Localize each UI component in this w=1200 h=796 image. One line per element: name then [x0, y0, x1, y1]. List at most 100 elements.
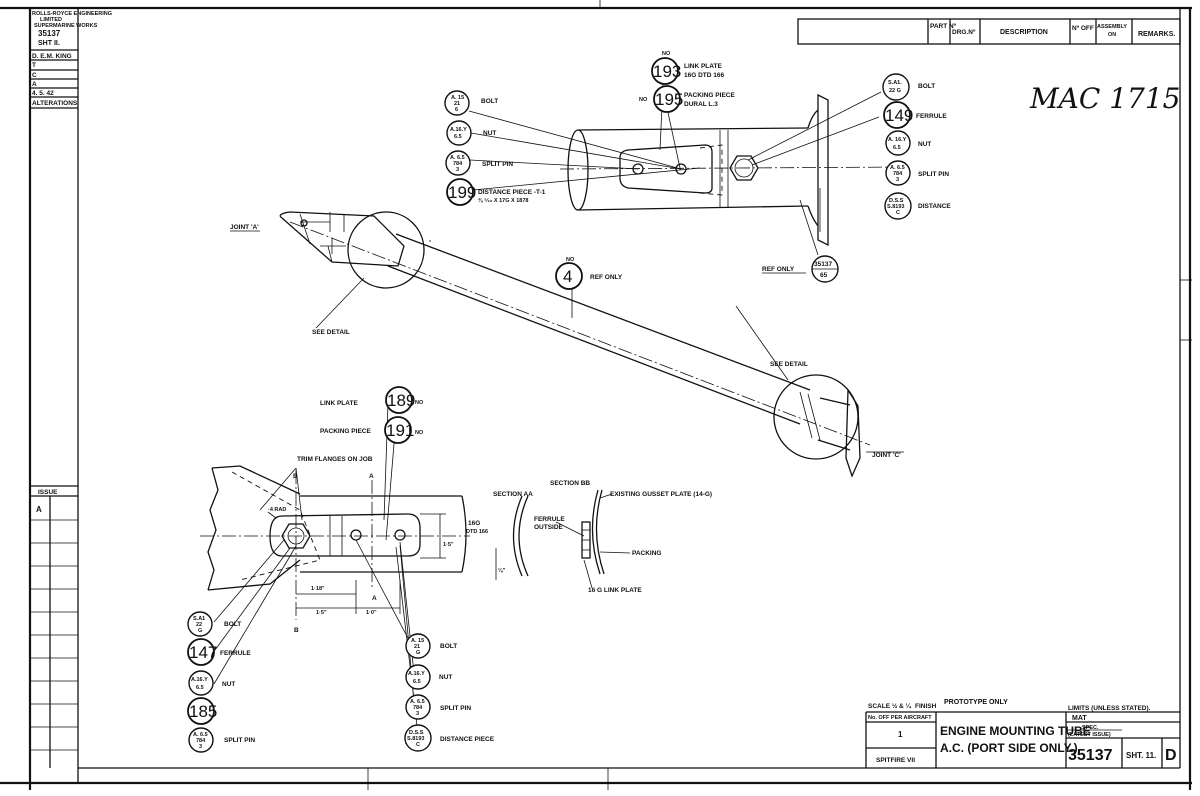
pin-spec-top-3: 3 [456, 167, 459, 173]
sidebar-company-2: LIMITED [40, 17, 62, 23]
dimension-small: ⅛" [498, 568, 506, 574]
sidebar-drawing-no: 35137 [38, 29, 61, 38]
header-on: ON [1108, 32, 1116, 38]
bolt-spec-bl-2: 22 [196, 622, 202, 628]
pin-spec-bm-1: A. 6.5 [410, 699, 425, 705]
ref-bubble-4: 4 [555, 262, 583, 290]
drawing-number: 35137 [1068, 747, 1113, 764]
nut-label-bottom-left: NUT [222, 681, 235, 688]
dimension-1-5: 1·5" [316, 610, 327, 616]
ref-only-main: REF ONLY [590, 274, 623, 281]
bolt-spec-bm-2: 21 [414, 644, 420, 650]
sidebar-panel: ROLLS-ROYCE ENGINEERING LIMITED SUPERMAR… [30, 11, 112, 768]
nut-spec-top-2: 6.5 [454, 134, 462, 140]
sidebar-date: 4. 5. 42 [32, 90, 54, 97]
bolt-bubble-top: A. 15 21 6 [444, 90, 470, 116]
ref-bubble-35137: 35137 65 [811, 255, 839, 283]
distance-piece-bubble-top: 199 [446, 178, 476, 206]
header-description: DESCRIPTION [1000, 29, 1048, 36]
ref-bubble-bottom-text: 65 [820, 272, 828, 279]
split-pin-bubble-bottom-left: A. 6.5 784 3 [188, 727, 214, 753]
no-label-195: NO [639, 97, 648, 103]
gauge-16g: 16G [468, 520, 480, 527]
aircraft-type: SPITFIRE VII [876, 757, 915, 764]
joint-a-label: JOINT 'A' [230, 224, 259, 231]
pin-spec-bl-1: A. 6.5 [193, 732, 208, 738]
distance-spec-right-2: S.8193 [887, 204, 904, 210]
prototype-label: PROTOTYPE ONLY [944, 699, 1008, 706]
nut-spec-bm-1: A.16.Y [408, 671, 425, 677]
nut-spec-top-1: A.16.Y [450, 127, 467, 133]
header-drg-no: DRG.Nº [952, 29, 976, 36]
pin-spec-right-2: 784 [893, 171, 903, 177]
link-plate-no-bottom: 189 [387, 391, 415, 410]
ref-bubble-top-text: 35137 [814, 261, 832, 268]
bolt-spec-right-2: 22 G [889, 88, 901, 94]
link-plate-label-bottom: LINK PLATE [320, 400, 358, 407]
trim-flanges-note: TRIM FLANGES ON JOB [297, 456, 373, 463]
see-detail-right: SEE DETAIL [770, 361, 808, 368]
nut-spec-bl-2: 6.5 [196, 685, 204, 691]
header-no-off: Nº OFF [1072, 25, 1094, 32]
section-aa-label: SECTION AA [493, 491, 533, 498]
bolt-bubble-bottom-left: S.A1 22 G [187, 611, 213, 637]
ferrule-bubble-right: 149 [883, 101, 913, 129]
distance-label-right: DISTANCE [918, 203, 951, 210]
packing-piece-label-bottom: PACKING PIECE [320, 428, 371, 435]
drawing-title-1: ENGINE MOUNTING TUBE [940, 724, 1091, 738]
no-label-193: NO [662, 51, 671, 57]
no-label-189: NO [415, 400, 424, 406]
pin-spec-right-1: A. 6.5 [890, 165, 905, 171]
spec-latest-issue: (LATEST ISSUE) [1068, 732, 1111, 738]
sidebar-alterations: ALTERATIONS. [32, 100, 79, 107]
link-plate-no-top: 193 [653, 62, 681, 81]
ferrule-bubble-bottom-left: 147 [187, 638, 217, 666]
pin-spec-bm-3: 3 [416, 711, 419, 717]
joint-c-label: JOINT 'C' [872, 452, 901, 459]
nut-label-right: NUT [918, 141, 931, 148]
bolt-spec-top-3: 6 [455, 107, 458, 113]
no-label-191: NO [415, 430, 424, 436]
nut-label-bottom-mid: NUT [439, 674, 452, 681]
sidebar-c-label: C [32, 72, 37, 79]
bolt-spec-right-1: S.A1. [888, 80, 902, 86]
spec-label: SPEC. [1082, 725, 1099, 731]
bolt-label-top: BOLT [481, 98, 498, 105]
sidebar-company: ROLLS-ROYCE ENGINEERING [32, 11, 112, 17]
split-pin-bubble-right: A. 6.5 784 3 [885, 160, 911, 186]
ferrule-label-right: FERRULE [916, 113, 947, 120]
gauge-dtd: DTD 166 [466, 529, 488, 535]
section-marker-b-bottom: B [294, 627, 299, 634]
distance-no-top: 199 [448, 183, 476, 202]
issue-letter: D [1165, 747, 1177, 764]
pin-spec-bm-2: 784 [413, 705, 423, 711]
bolt-bubble-right: S.A1. 22 G [882, 73, 910, 101]
packing-piece-no-bottom: 191 [386, 421, 414, 440]
packing-desc-top-2: DURAL L.3 [684, 101, 718, 108]
link-plate-bubble-bottom: 189 [385, 386, 415, 414]
top-detail-view: A. 15 21 6 BOLT A.16.Y 6.5 NUT A. 6.5 78… [444, 51, 951, 283]
nut-bubble-top: A.16.Y 6.5 [446, 120, 472, 146]
main-tube-view: JOINT 'A' SEE DETAIL SEE DETAIL JOINT 'C… [230, 211, 904, 478]
nut-spec-right-1: A. 16.Y [888, 137, 907, 143]
ferrule-label-bottom-left: FERRULE [220, 650, 251, 657]
nut-bubble-bottom-mid: A.16.Y 6.5 [405, 664, 431, 690]
radius-note: ·4 RAD [268, 507, 286, 513]
packing-piece-bubble-bottom: 191 [384, 416, 414, 444]
nut-spec-bl-1: A.16.Y [191, 677, 208, 683]
sidebar-issue-value: A [36, 505, 42, 514]
link-plate-bubble-top: 193 [651, 57, 681, 85]
ref-no-label: NO [566, 257, 575, 263]
sidebar-sheet: SHT II. [38, 40, 60, 47]
distance-no-bottom-left: 185 [189, 702, 217, 721]
nut-spec-bm-2: 6.5 [413, 679, 421, 685]
sidebar-a-label: A [32, 81, 37, 88]
section-marker-a-bottom: A [372, 595, 377, 602]
bolt-bubble-bottom-mid: A. 15 21 G [405, 633, 431, 659]
limits-label: LIMITS (UNLESS STATED). [1068, 705, 1151, 712]
handwritten-reference: MAC 1715 [1029, 82, 1180, 115]
sidebar-drawn-by: D. E.M. KING [32, 53, 72, 60]
bolt-spec-top-2: 21 [454, 101, 460, 107]
link-plate-16g-label: 16 G LINK PLATE [588, 587, 642, 594]
bolt-spec-bm-3: G [416, 650, 420, 656]
